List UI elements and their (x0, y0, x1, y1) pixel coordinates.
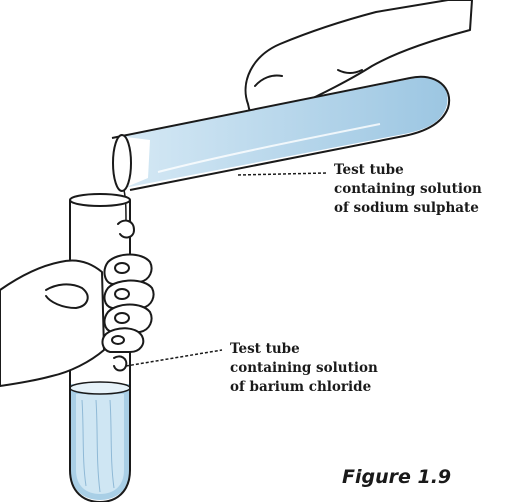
label-sodium-sulphate-tube: Test tube containing solution of sodium … (334, 161, 482, 218)
label-barium-chloride-tube: Test tube containing solution of barium … (230, 340, 378, 397)
label-line: containing solution (334, 180, 482, 199)
leader-line-chloride (126, 350, 222, 366)
leader-line-sulphate (238, 173, 326, 175)
label-line: Test tube (230, 340, 378, 359)
figure-caption: Figure 1.9 (342, 466, 451, 488)
label-line: containing solution (230, 359, 378, 378)
label-line: Test tube (334, 161, 482, 180)
label-line: of sodium sulphate (334, 199, 482, 218)
pour-stream (124, 190, 126, 222)
label-line: of barium chloride (230, 378, 378, 397)
